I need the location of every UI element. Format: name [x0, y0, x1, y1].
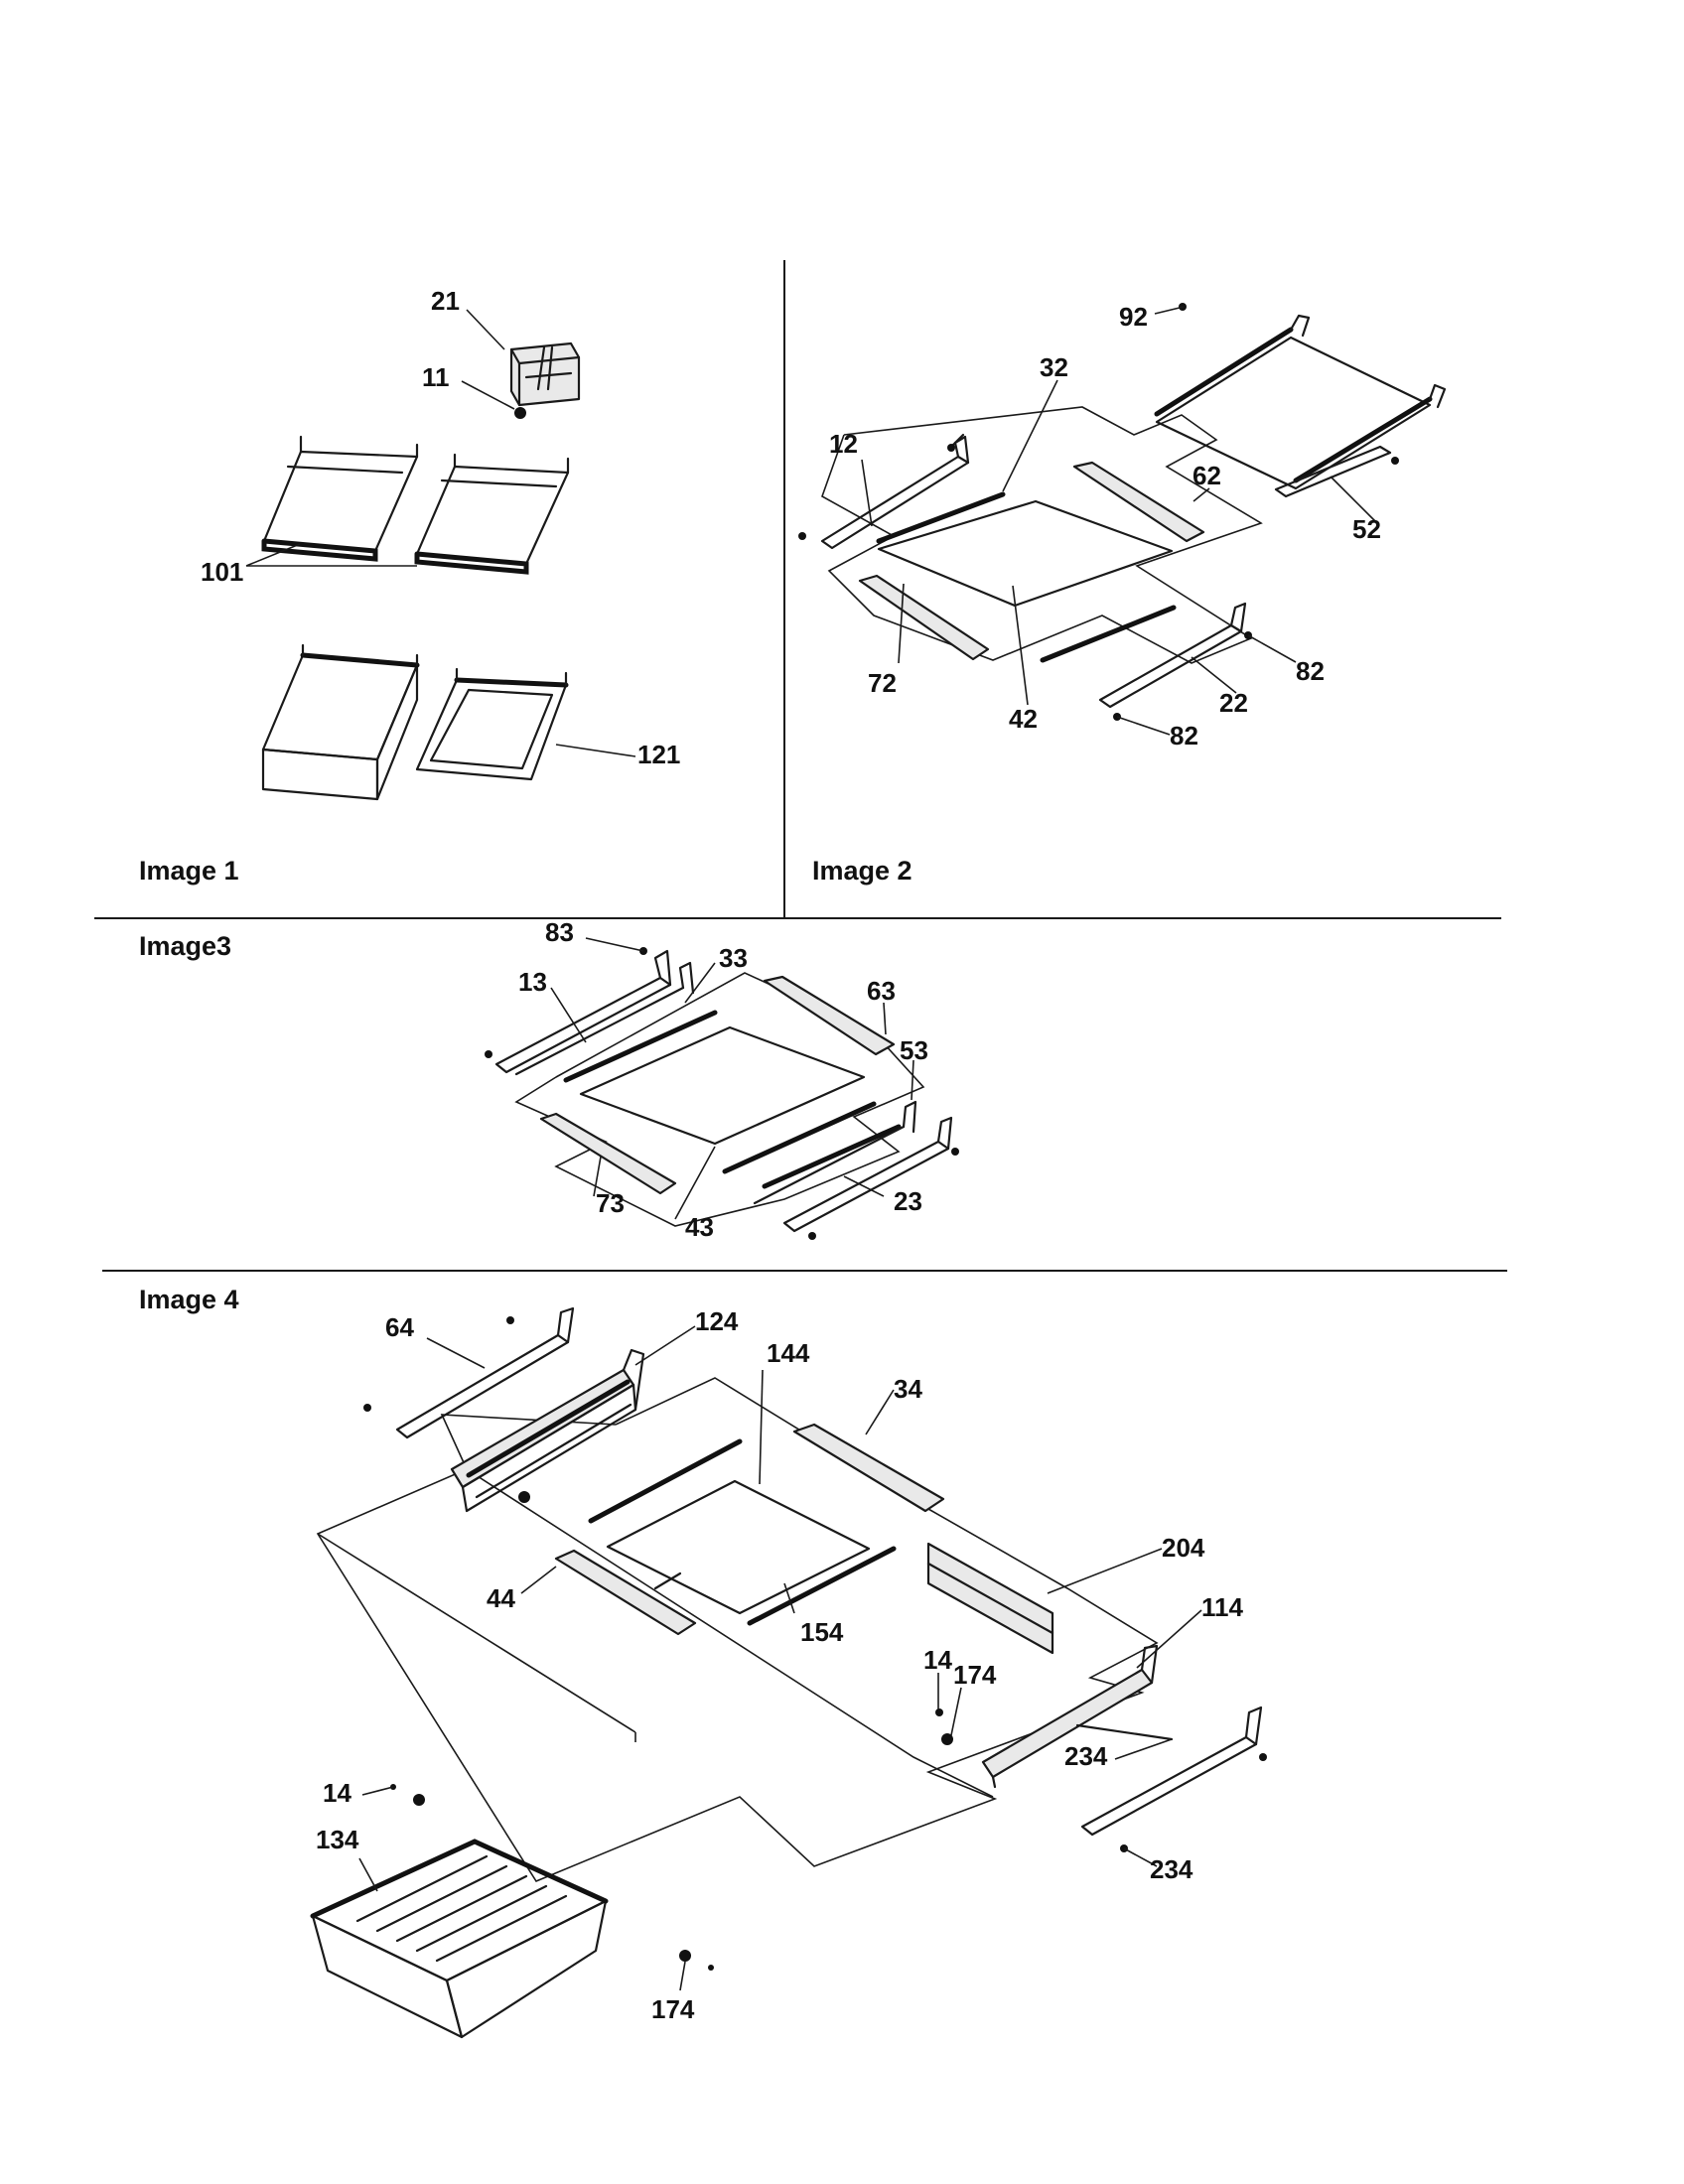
callout-134: 134 [316, 1825, 359, 1854]
part-234-rail-lower [1080, 1706, 1263, 1837]
callout-53: 53 [900, 1035, 928, 1065]
panel-image-4: 64 124 144 34 204 114 44 154 14 174 234 … [139, 1285, 1267, 2039]
part-204-bracket [926, 1542, 1054, 1655]
callout-144: 144 [767, 1338, 810, 1368]
callout-11: 11 [422, 362, 450, 392]
part-73-retainer [539, 1112, 677, 1195]
part-43-shelf-glass [579, 1025, 866, 1146]
callout-204: 204 [1162, 1533, 1205, 1563]
callout-234-upper: 234 [1064, 1741, 1108, 1771]
callout-52: 52 [1352, 514, 1381, 544]
part-23-rail [753, 1100, 953, 1233]
callout-42: 42 [1009, 704, 1038, 734]
part-154-trim [747, 1546, 897, 1626]
part-42-shelf-glass [877, 499, 1174, 608]
callout-82-lower: 82 [1170, 721, 1198, 751]
callout-23: 23 [894, 1186, 922, 1216]
callout-64: 64 [385, 1312, 414, 1342]
part-101-shelf-left [261, 435, 419, 562]
part-34-retainer [792, 1423, 945, 1513]
callout-101: 101 [201, 557, 243, 587]
part-72-retainer [858, 574, 990, 661]
callout-14-left: 14 [323, 1778, 351, 1808]
part-64-rail [395, 1306, 575, 1439]
callout-62: 62 [1193, 461, 1221, 490]
part-33-trim [563, 1010, 718, 1083]
part-62-retainer [1072, 461, 1205, 543]
part-12-rail [820, 433, 970, 550]
callout-124: 124 [695, 1306, 739, 1336]
part-134-crisper-drawer [310, 1839, 609, 2039]
part-13-rail [494, 949, 695, 1076]
callout-63: 63 [867, 976, 896, 1006]
part-22-rail [1098, 602, 1247, 709]
callout-114: 114 [1201, 1592, 1243, 1622]
part-101-shelf-right [414, 453, 570, 575]
part-44-retainer [554, 1549, 697, 1636]
part-114-slide [981, 1644, 1159, 1789]
callout-43: 43 [685, 1212, 714, 1242]
panel-image-3: 83 33 13 63 53 73 43 23 Image3 [139, 917, 959, 1242]
callout-12: 12 [829, 429, 858, 459]
callout-154: 154 [800, 1617, 844, 1647]
callout-121: 121 [637, 740, 680, 769]
part-121-shelf [415, 667, 569, 781]
part-124-slide-assembly [450, 1348, 645, 1513]
panel-caption-2: Image 2 [812, 856, 912, 886]
callout-72: 72 [868, 668, 897, 698]
callout-14-right: 14 [923, 1645, 952, 1675]
callout-21: 21 [431, 286, 460, 316]
callout-174-left: 174 [651, 1994, 695, 2024]
callout-22: 22 [1219, 688, 1248, 718]
part-234-rail-upper [1075, 1723, 1174, 1741]
callout-83: 83 [545, 917, 574, 947]
callout-44: 44 [487, 1583, 515, 1613]
part-21-bracket [509, 341, 581, 407]
part-32-trim [876, 491, 1006, 544]
part-92-upper-shelf [1154, 314, 1447, 490]
panel-image-1: 21 11 101 121 Image 1 [139, 286, 680, 886]
part-52-rail [1274, 445, 1392, 498]
callout-13: 13 [518, 967, 547, 997]
callout-73: 73 [596, 1188, 625, 1218]
callout-33: 33 [719, 943, 748, 973]
panel-caption-1: Image 1 [139, 856, 239, 886]
part-144-shelf-glass [606, 1479, 871, 1615]
part-crisper-drawer [261, 643, 420, 801]
part-11-screw [514, 407, 526, 419]
panel-caption-3: Image3 [139, 931, 231, 961]
callout-32: 32 [1040, 352, 1068, 382]
callout-82-upper: 82 [1296, 656, 1325, 686]
callout-174-right: 174 [953, 1660, 997, 1690]
callout-92: 92 [1119, 302, 1148, 332]
callout-34: 34 [894, 1374, 922, 1404]
callout-234-lower: 234 [1150, 1854, 1193, 1884]
panel-image-2: 92 32 12 62 52 82 72 42 22 82 Image 2 [798, 302, 1447, 886]
part-63-retainer [763, 975, 896, 1056]
panel-caption-4: Image 4 [139, 1285, 239, 1314]
